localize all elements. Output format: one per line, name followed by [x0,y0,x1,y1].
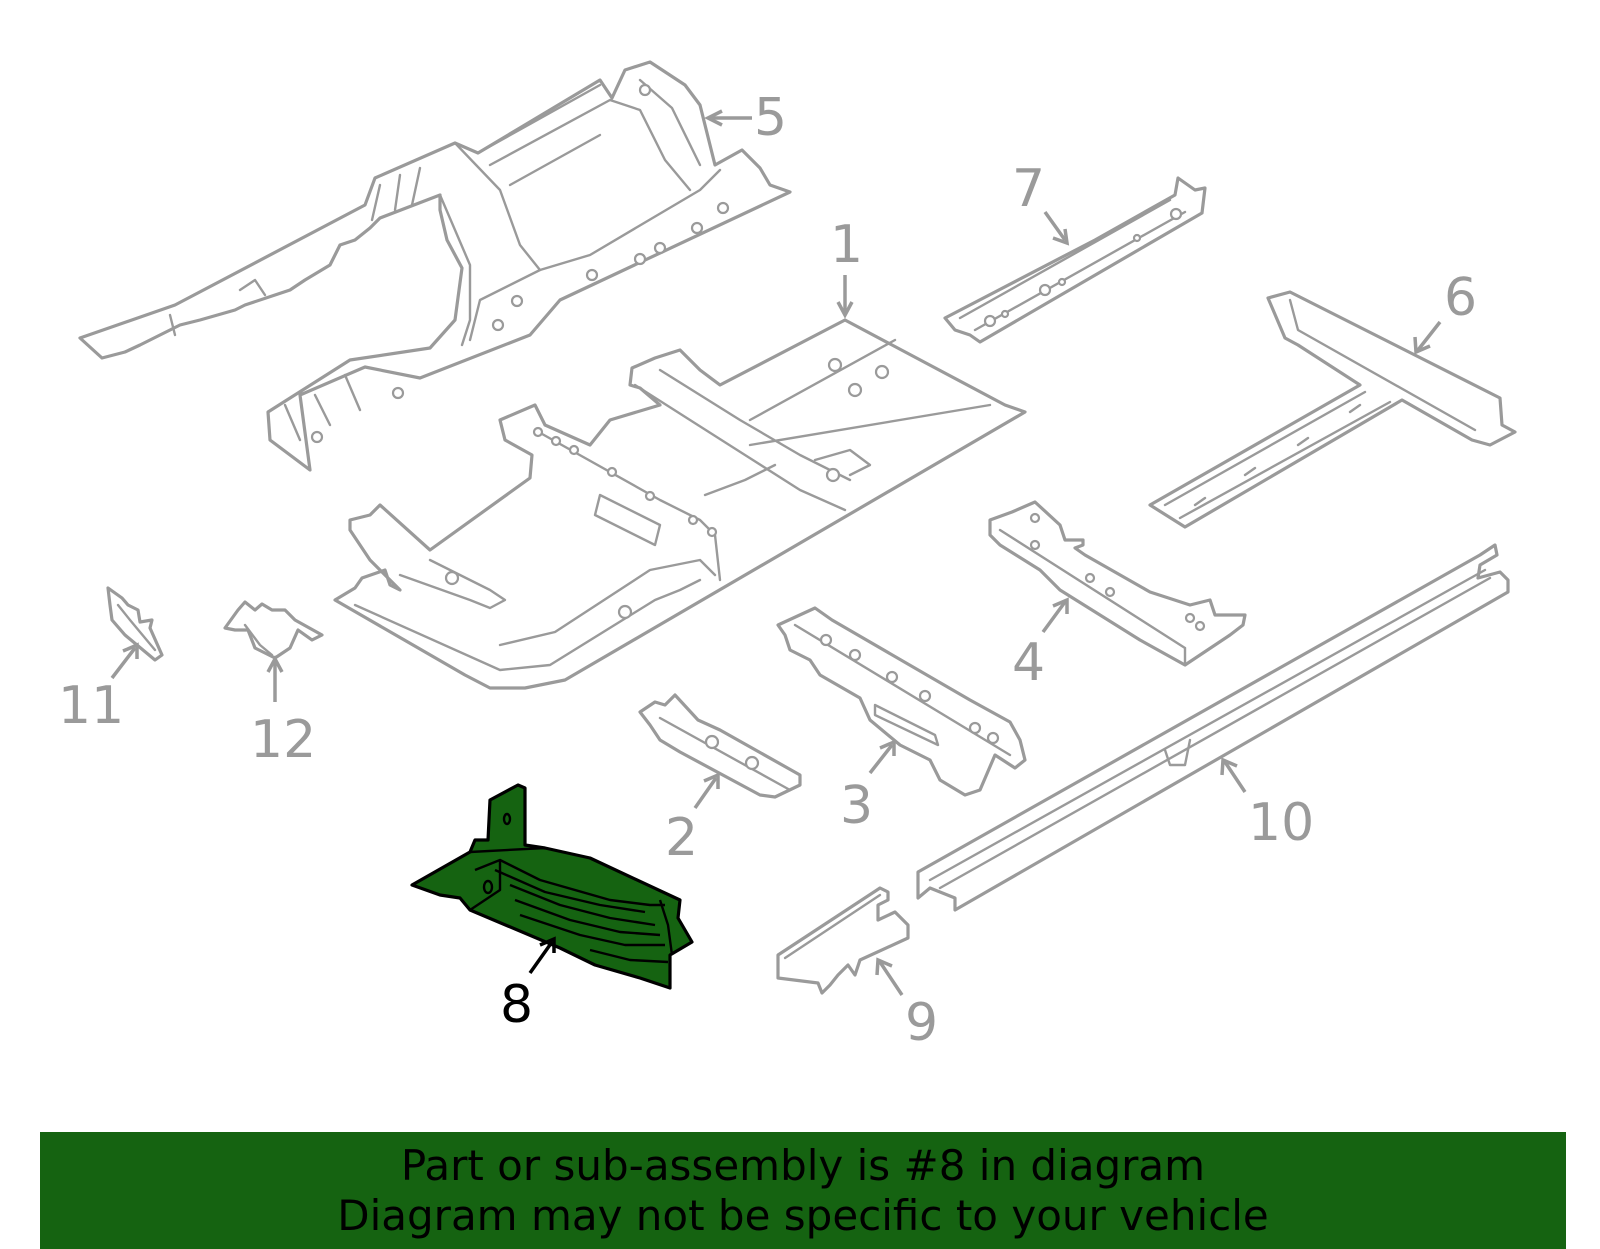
part-2-bracket [638,693,802,799]
banner-line-1: Part or sub-assembly is #8 in diagram [400,1140,1206,1190]
part-8-highlighted [410,783,694,990]
part-11-bracket [106,586,164,662]
leader-8 [528,940,554,975]
part-7-rail [943,176,1207,344]
arrowhead-3 [879,739,896,756]
leader-7 [1043,210,1067,242]
disclaimer-banner: Part or sub-assembly is #8 in diagram Di… [40,1132,1566,1249]
arrowhead-6 [1413,336,1431,355]
arrowhead-7 [1052,228,1070,246]
arrowhead-11 [122,642,139,659]
arrowhead-4 [1052,597,1069,614]
callout-4: 4 [1012,633,1045,693]
callout-10: 10 [1248,793,1314,853]
callout-5: 5 [754,88,787,148]
leader-3 [868,743,894,775]
arrowhead-9 [875,957,893,976]
leader-9 [878,961,904,996]
callout-7: 7 [1012,159,1045,219]
callout-12: 12 [250,710,316,770]
leader-11 [110,646,137,680]
leader-4 [1041,600,1067,634]
callout-8: 8 [500,975,533,1035]
arrowhead-10 [1220,757,1238,776]
callout-labels: 1 2 3 4 5 6 7 8 9 10 11 12 [58,88,1477,1053]
leader-10 [1223,761,1247,793]
callout-3: 3 [840,776,873,836]
arrowhead-8 [539,936,556,953]
arrowhead-1 [836,301,854,319]
arrowhead-5 [704,109,723,127]
callout-2: 2 [665,808,698,868]
callout-1: 1 [830,215,863,275]
arrowhead-2 [703,772,720,789]
part-6-crossmember [1148,290,1517,529]
callout-11: 11 [58,676,124,736]
callout-6: 6 [1444,268,1477,328]
part-10-rocker [916,543,1510,912]
part-9-bracket [776,886,910,995]
part-12-bracket [223,600,324,660]
leader-2 [693,776,718,810]
callout-9: 9 [905,993,938,1053]
leader-arrows [110,109,1442,996]
part-1-floor-pan [333,318,1027,690]
part-4-crossmember [988,500,1247,667]
leader-6 [1416,320,1442,352]
part-5-front-frame [78,60,792,472]
part-3-crossmember [776,606,1027,797]
arrowhead-12 [266,655,284,673]
banner-line-2: Diagram may not be specific to your vehi… [337,1190,1269,1240]
